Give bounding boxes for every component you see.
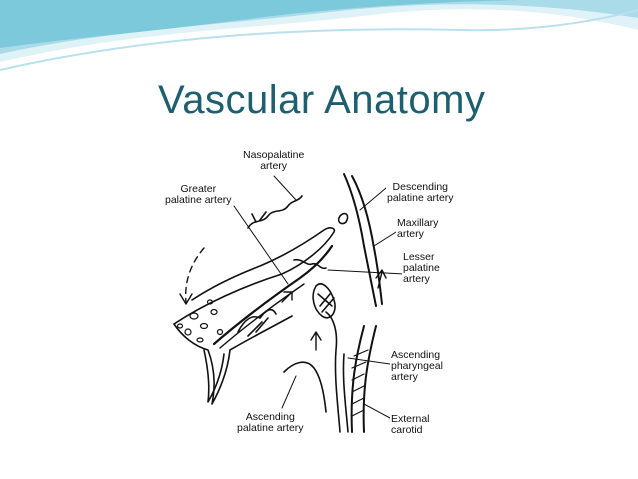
label-external-carotid-line1: External: [391, 413, 430, 425]
label-descending-palatine: Descending palatine artery: [386, 182, 455, 204]
label-greater-palatine-line2: palatine artery: [165, 194, 232, 206]
tonsil-mesh: [317, 293, 335, 313]
label-greater-palatine-line1: Greater: [180, 183, 217, 195]
nasopalatine-vessel: [247, 195, 303, 229]
label-lesser-palatine-line3: artery: [403, 273, 430, 285]
label-external-carotid-line2: carotid: [391, 424, 423, 436]
anatomy-figure: Nasopalatine artery Greater palatine art…: [164, 136, 473, 442]
label-nasopalatine-line1: Nasopalatine: [243, 149, 305, 161]
ascending-pharyngeal-vessel-2: [342, 353, 349, 433]
arrow-up-1: [310, 331, 322, 351]
header-wave: [0, 0, 638, 71]
label-maxillary-line2: artery: [397, 228, 424, 240]
label-nasopalatine: Nasopalatine artery: [242, 149, 306, 172]
descending-palatine-vessel: [343, 173, 377, 307]
label-ascending-palatine: Ascending palatine artery: [236, 412, 305, 434]
dashed-arrow: [185, 247, 205, 303]
greater-palatine-vessel: [212, 244, 334, 346]
slide-title: Vascular Anatomy: [158, 78, 486, 122]
label-ascending-pharyngeal-line2: pharyngeal: [391, 360, 443, 372]
leader-nasopalatine: [273, 175, 297, 201]
leader-descending: [359, 187, 387, 211]
label-descending-palatine-line1: Descending: [392, 181, 448, 193]
arrow-up-2: [375, 269, 387, 289]
lesser-palatine-vessel: [293, 258, 327, 270]
label-ascending-pharyngeal-line1: Ascending: [391, 349, 441, 361]
label-external-carotid: External carotid: [390, 414, 431, 436]
wave-dark-band: [0, 0, 520, 48]
label-maxillary-line1: Maxillary: [397, 217, 439, 229]
label-ascending-pharyngeal-line3: artery: [391, 371, 418, 383]
ascending-pharyngeal-vessel: [325, 311, 341, 433]
label-descending-palatine-line2: palatine artery: [387, 192, 454, 204]
label-ascending-palatine-line2: palatine artery: [237, 422, 304, 434]
label-ascending-pharyngeal: Ascending pharyngeal artery: [390, 350, 444, 383]
external-carotid-wall-1: [350, 325, 365, 433]
label-greater-palatine: Greater palatine artery: [164, 184, 233, 206]
leader-carotid: [363, 403, 391, 419]
maxillary-vessel: [351, 175, 383, 305]
ascending-palatine-vessel: [283, 361, 327, 413]
anatomy-drawing: [173, 173, 405, 433]
tonsil-plexus: [312, 283, 336, 319]
palate-outline: [173, 227, 336, 325]
label-lesser-palatine-line2: palatine: [403, 262, 440, 274]
vessel-plexus: [237, 308, 277, 337]
tooth-outline: [203, 349, 225, 403]
maxillary-curl: [337, 212, 349, 225]
dashed-arrowhead: [179, 293, 193, 305]
leader-pharyngeal: [347, 357, 391, 365]
leader-asc-palatine: [281, 375, 297, 409]
label-nasopalatine-line2: artery: [260, 160, 288, 172]
label-lesser-palatine-line1: Lesser: [403, 251, 435, 263]
carotid-coil: [351, 349, 369, 417]
maxilla-lower: [173, 315, 293, 405]
arrow-diag: [281, 291, 293, 303]
label-maxillary: Maxillary artery: [396, 217, 440, 240]
wave-line: [0, 9, 638, 71]
nasopalatine-branch: [251, 211, 267, 223]
leader-lesser: [327, 269, 405, 275]
leader-maxillary: [373, 231, 397, 247]
external-carotid-wall-2: [362, 325, 377, 433]
label-lesser-palatine: Lesser palatine artery: [402, 252, 441, 285]
leader-greater: [233, 205, 289, 285]
label-ascending-palatine-line1: Ascending: [245, 411, 295, 423]
bone-texture: [176, 299, 224, 343]
